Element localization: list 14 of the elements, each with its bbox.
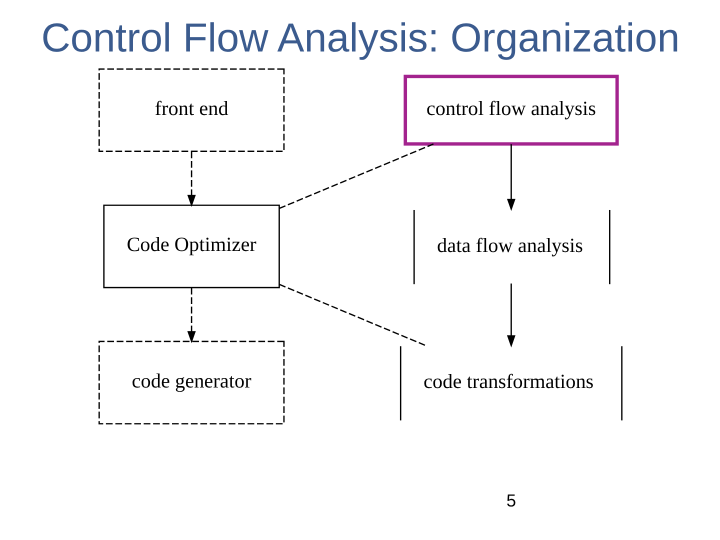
node-box: code generator <box>98 340 284 424</box>
label: 5 <box>506 490 516 511</box>
diagram-title: Control Flow Analysis: Organization <box>40 14 680 60</box>
connector <box>278 143 434 210</box>
node-box: Code Optimizer <box>102 204 280 288</box>
arrow <box>186 152 196 208</box>
node-text: data flow analysis <box>436 234 583 257</box>
node-box: control flow analysis <box>403 74 618 146</box>
arrow <box>506 284 515 348</box>
node-box: front end <box>98 68 284 152</box>
node-text: code transformations <box>423 371 594 394</box>
arrow <box>506 144 515 211</box>
connector <box>278 284 426 346</box>
arrow <box>186 288 196 344</box>
